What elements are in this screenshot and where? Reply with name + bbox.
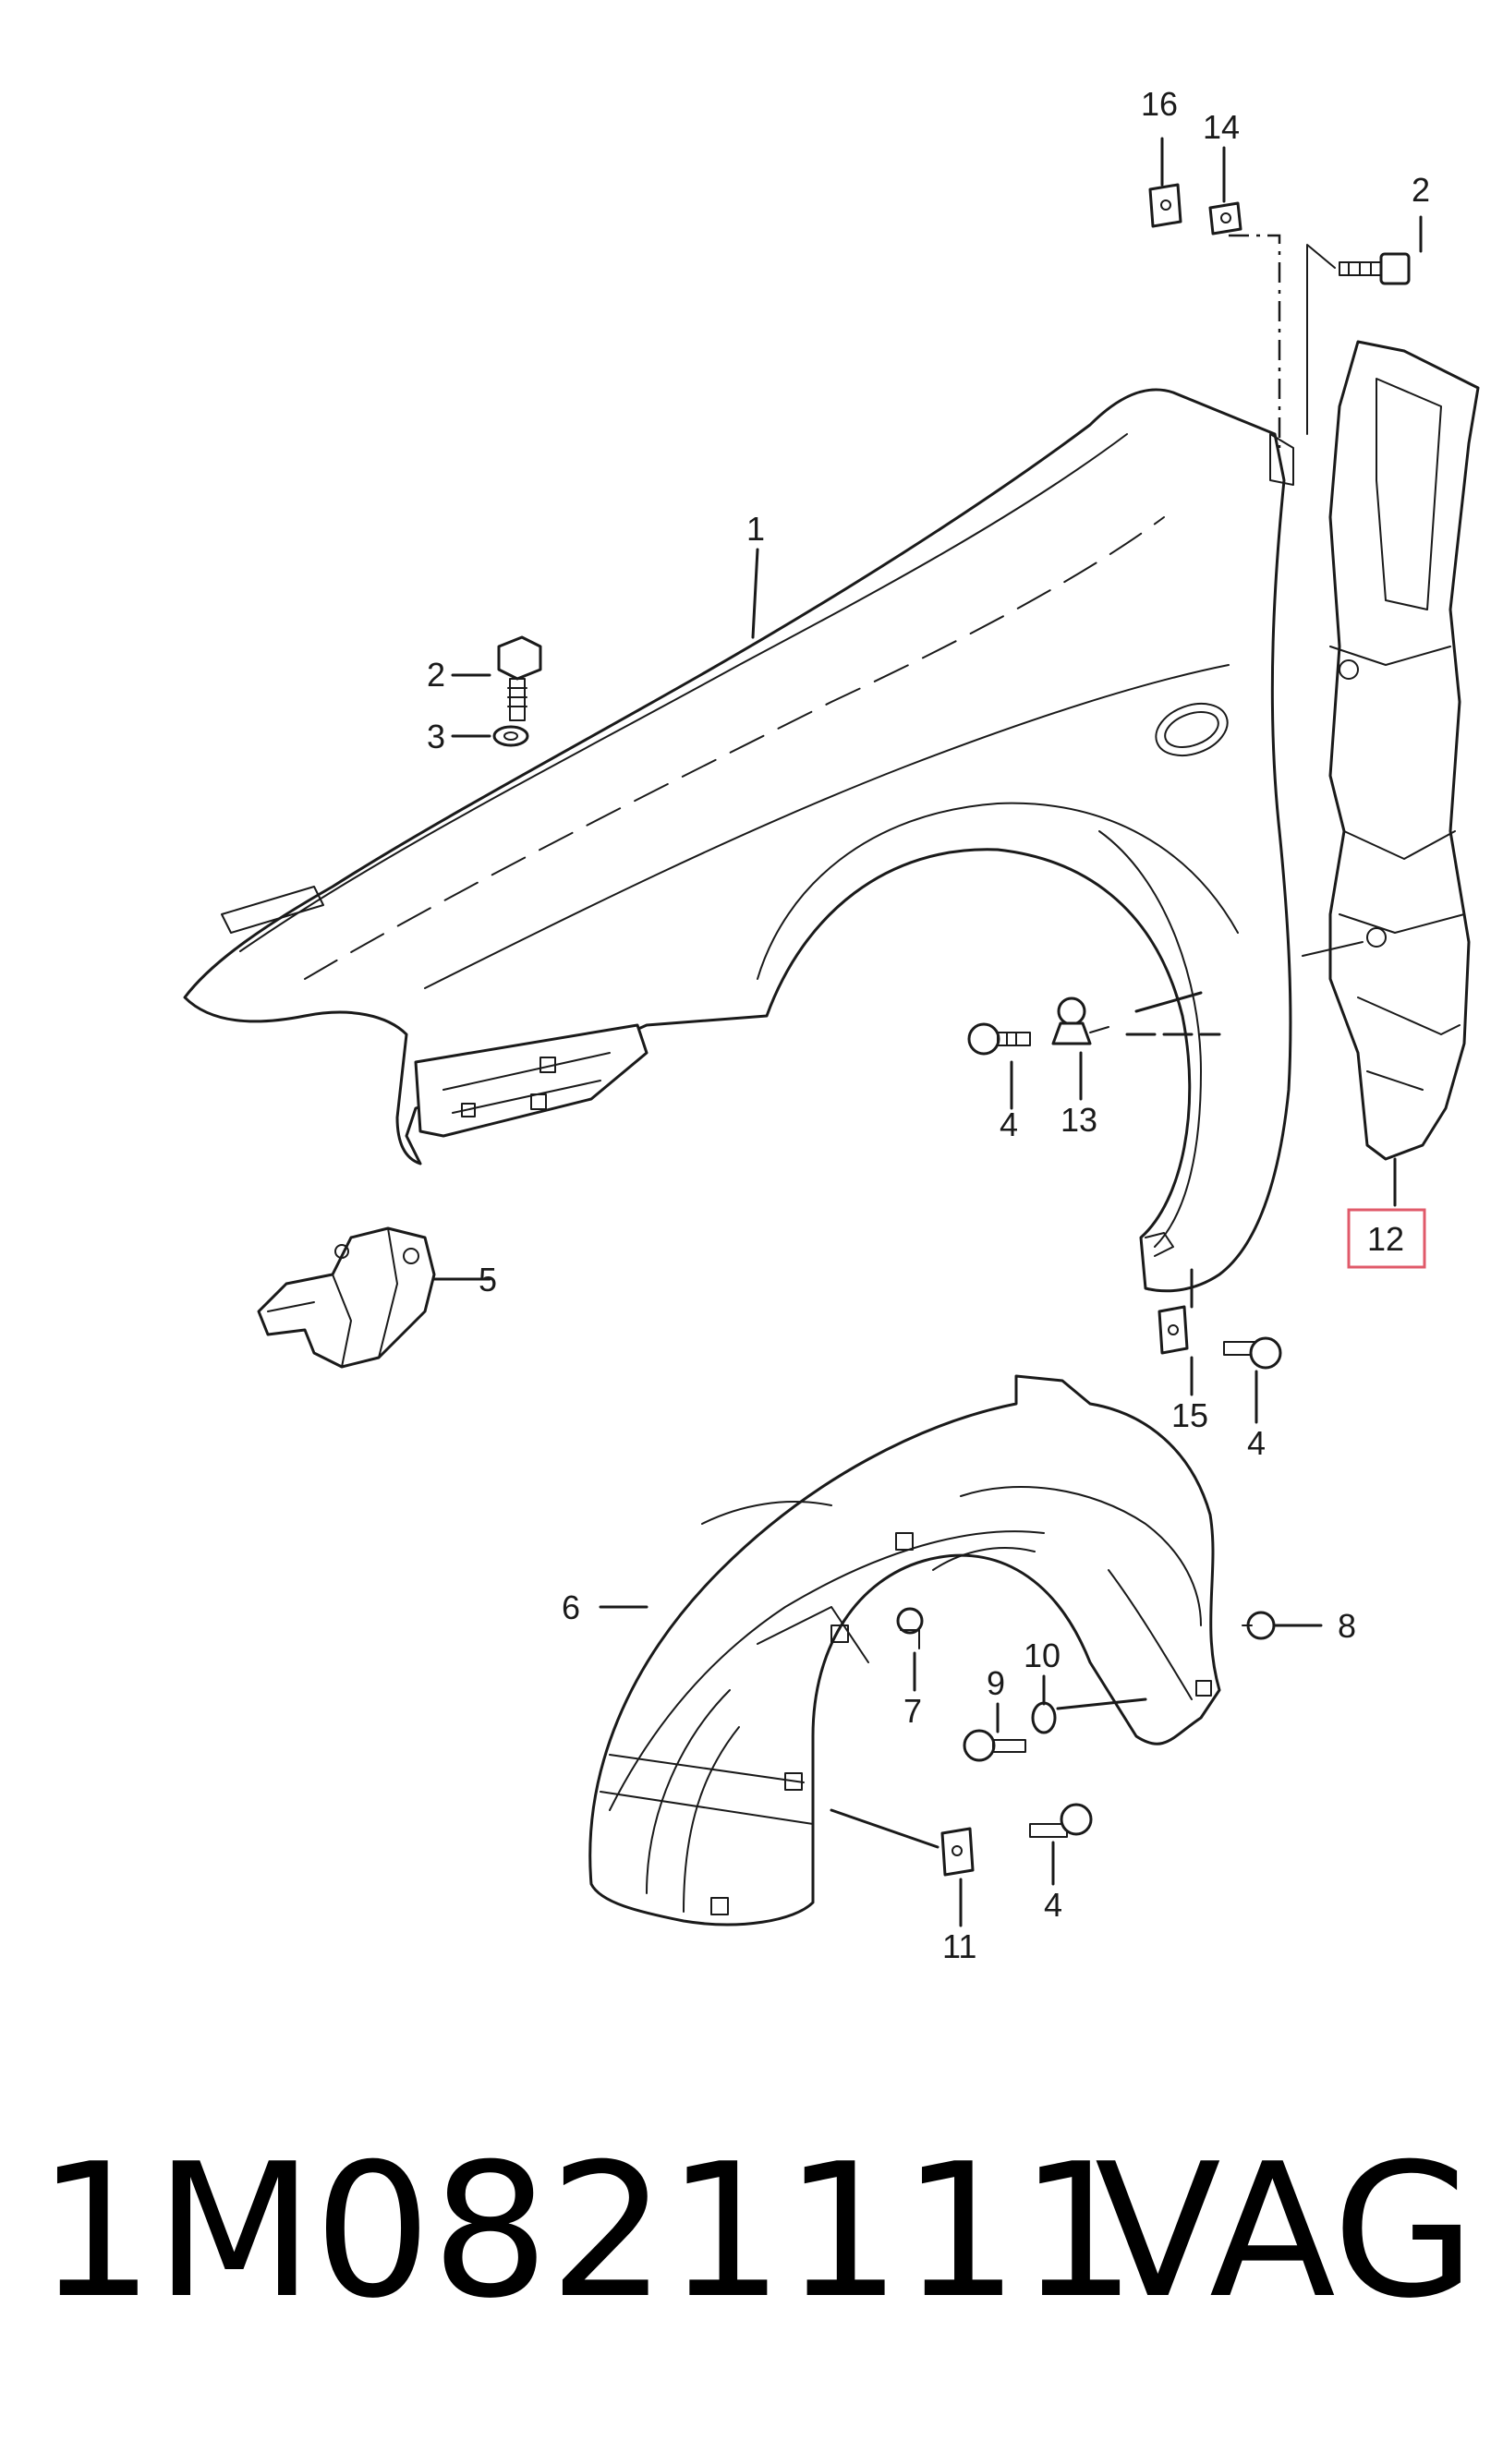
callout-16: 16 xyxy=(1141,85,1178,123)
fender-side-bracket xyxy=(1302,340,1480,1161)
expansion-clip-13 xyxy=(1051,996,1109,1045)
clip-nut-15 xyxy=(1158,1305,1189,1355)
callout-4-lower: 4 xyxy=(1044,1886,1062,1924)
clip-8 xyxy=(1242,1611,1276,1640)
clip-nut-11 xyxy=(940,1827,975,1877)
clip-7 xyxy=(896,1607,924,1649)
callout-8: 8 xyxy=(1338,1607,1356,1645)
bolt-left xyxy=(497,635,542,721)
bolt-top-right xyxy=(1339,252,1411,285)
callout-14: 14 xyxy=(1203,108,1240,146)
callout-7: 7 xyxy=(903,1692,922,1730)
washer-10 xyxy=(1031,1701,1057,1734)
part-number: 1M0821111 xyxy=(37,2124,1137,2339)
callout-2-top: 2 xyxy=(1412,171,1430,209)
callout-1: 1 xyxy=(746,510,765,548)
callout-11: 11 xyxy=(942,1927,976,1965)
screw-4-lower xyxy=(1029,1803,1093,1838)
clip-nut-16 xyxy=(1148,183,1182,228)
screw-9 xyxy=(963,1729,1026,1762)
callout-4-upper: 4 xyxy=(1000,1105,1018,1143)
screw-4-upper xyxy=(967,1022,1031,1056)
callout-13: 13 xyxy=(1061,1101,1097,1139)
callout-labels: 1 2 2 3 4 4 4 5 6 7 8 9 10 11 13 14 15 1… xyxy=(427,85,1430,1965)
leader-lines xyxy=(432,137,1423,1927)
callout-10: 10 xyxy=(1024,1637,1061,1674)
callout-9: 9 xyxy=(987,1664,1005,1702)
callout-4-middle: 4 xyxy=(1247,1424,1266,1462)
wheel-housing-liner xyxy=(588,1374,1221,1927)
callout-3: 3 xyxy=(427,718,445,755)
callout-12-highlighted: 12 xyxy=(1367,1220,1404,1258)
washer xyxy=(492,725,529,747)
callout-6: 6 xyxy=(562,1588,580,1626)
screw-4-middle xyxy=(1223,1336,1282,1370)
brand-name: VAG xyxy=(1095,2124,1475,2339)
callout-2-left: 2 xyxy=(427,656,445,694)
fender-panel xyxy=(183,388,1294,1293)
callout-5: 5 xyxy=(479,1261,497,1298)
speed-nut-14 xyxy=(1208,201,1242,236)
mounting-bracket xyxy=(257,1226,436,1369)
callout-15: 15 xyxy=(1171,1396,1208,1434)
highlight-box xyxy=(1347,1208,1426,1269)
